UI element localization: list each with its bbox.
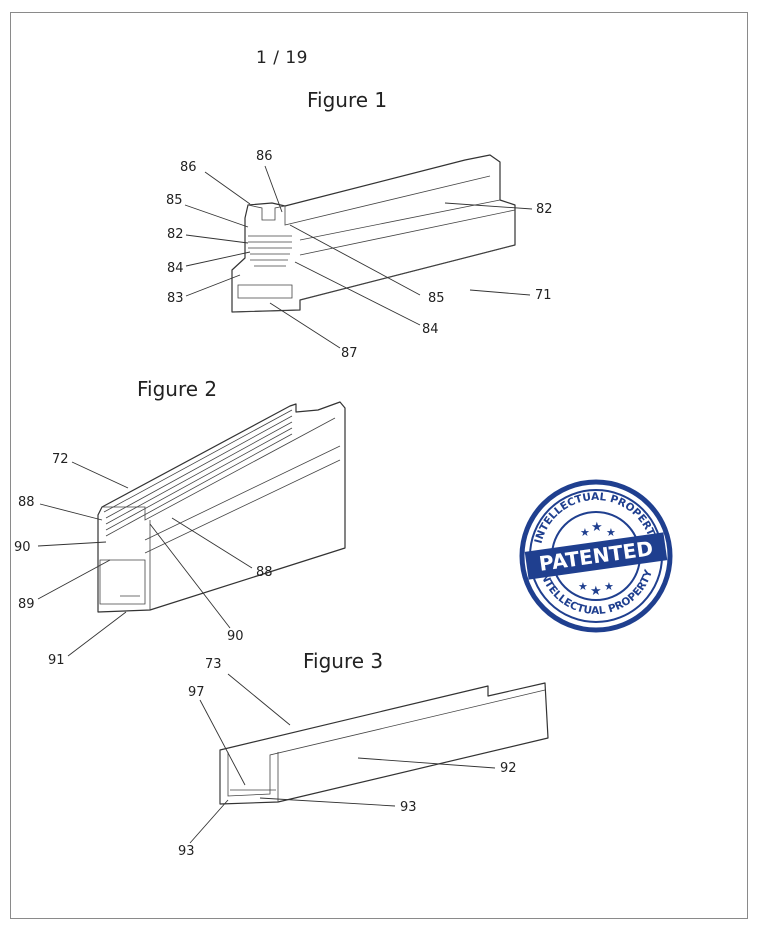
ref-numeral: 91 <box>48 653 65 668</box>
ref-numeral: 88 <box>18 495 35 510</box>
ref-numeral: 82 <box>167 227 184 242</box>
figure-2-title: Figure 2 <box>137 377 218 401</box>
figure-3-title: Figure 3 <box>303 649 384 673</box>
patented-seal: INTELLECTUAL PROPERTY INTELLECTUAL PROPE… <box>519 479 673 633</box>
svg-text:★: ★ <box>591 520 603 535</box>
ref-numeral: 85 <box>166 193 183 208</box>
ref-numeral: 93 <box>400 800 417 815</box>
ref-numeral: 71 <box>535 288 552 303</box>
ref-numeral: 82 <box>536 202 553 217</box>
ref-numeral: 90 <box>227 629 244 644</box>
figure-3-drawing <box>219 682 549 805</box>
ref-numeral: 73 <box>205 657 222 672</box>
ref-numeral: 86 <box>256 149 273 164</box>
svg-text:★: ★ <box>604 580 614 593</box>
ref-numeral: 97 <box>188 685 205 700</box>
ref-numeral: 86 <box>180 160 197 175</box>
page-number: 1 / 19 <box>256 48 308 68</box>
figure-2-drawing <box>97 401 346 613</box>
svg-text:★: ★ <box>578 580 588 593</box>
figure-1-title: Figure 1 <box>307 88 388 112</box>
ref-numeral: 85 <box>428 291 445 306</box>
ref-numeral: 93 <box>178 844 195 859</box>
ref-numeral: 87 <box>341 346 358 361</box>
svg-text:★: ★ <box>606 526 616 539</box>
svg-text:★: ★ <box>580 526 590 539</box>
leader-lines <box>37 165 533 844</box>
figure-1-drawing <box>231 154 516 313</box>
ref-numeral: 90 <box>14 540 31 555</box>
ref-numeral: 83 <box>167 291 184 306</box>
patent-drawing-sheet <box>10 12 748 919</box>
ref-numeral: 72 <box>52 452 69 467</box>
svg-text:★: ★ <box>590 584 602 599</box>
ref-numeral: 89 <box>18 597 35 612</box>
ref-numeral: 92 <box>500 761 517 776</box>
ref-numeral: 88 <box>256 565 273 580</box>
ref-numeral: 84 <box>422 322 439 337</box>
ref-numeral: 84 <box>167 261 184 276</box>
